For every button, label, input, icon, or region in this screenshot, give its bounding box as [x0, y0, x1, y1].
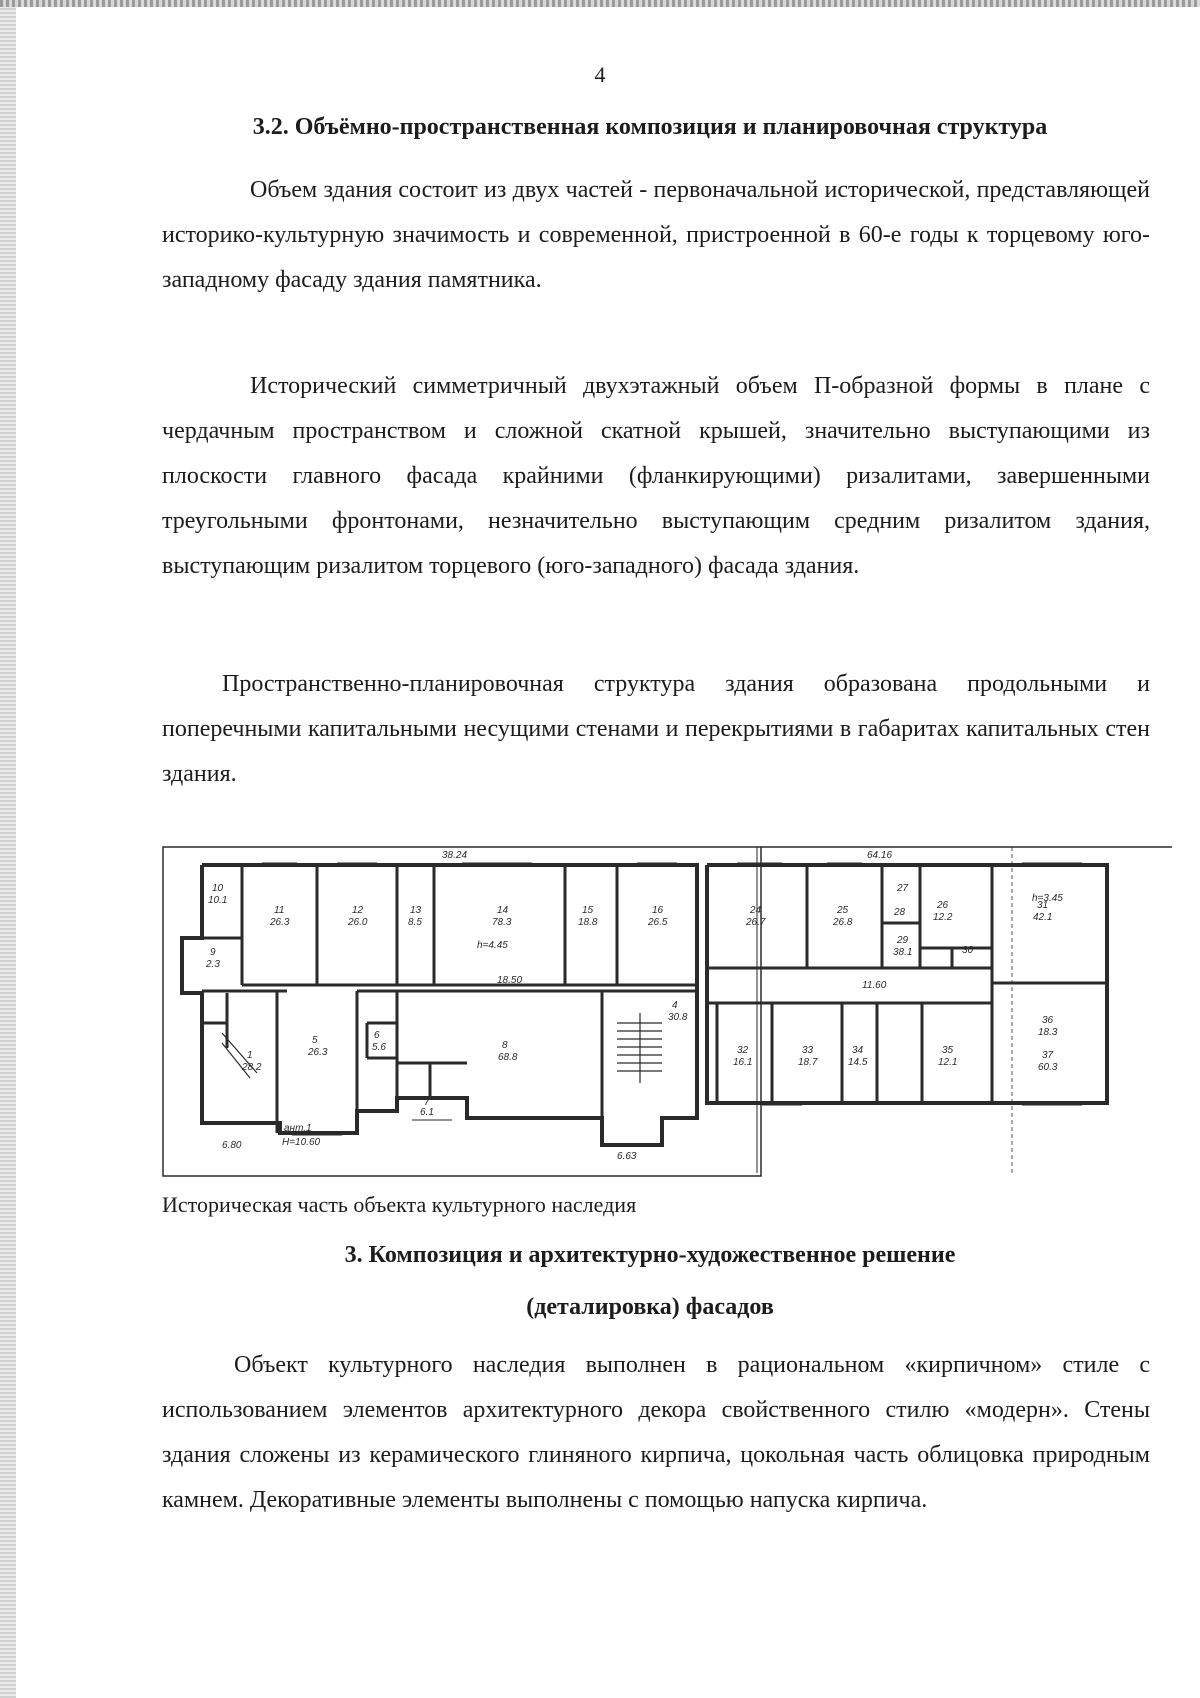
paragraph-style: Объект культурного наследия выполнен в р… [162, 1352, 1150, 1513]
room-33: 33 [802, 1045, 814, 1056]
right-corridor-dim: 11.60 [862, 980, 887, 991]
room-25: 25 [836, 905, 849, 916]
room-24: 24 [749, 905, 762, 916]
room-5-area: 26.3 [307, 1047, 328, 1058]
dim-top-left: 38.24 [442, 850, 467, 861]
room-28: 28 [893, 907, 906, 918]
room-1: 1 [247, 1050, 253, 1061]
room-35: 35 [942, 1045, 954, 1056]
paragraph-structure: Пространственно-планировочная структура … [162, 671, 1150, 787]
paragraph-historic-volume: Исторический симметричный двухэтажный об… [162, 373, 1150, 579]
room-7-area: 6.1 [420, 1107, 434, 1118]
room-6: 6 [374, 1030, 380, 1041]
plan-openings [262, 862, 1082, 1136]
room-31: 31 [1037, 900, 1048, 911]
room-5: 5 [312, 1035, 318, 1046]
room-8: 8 [502, 1040, 508, 1051]
room-4-area: 30.8 [668, 1012, 688, 1023]
room-29: 29 [896, 935, 909, 946]
height-left: h=4.45 [477, 940, 508, 951]
scan-edge-top [0, 0, 1200, 7]
room-13: 13 [410, 905, 422, 916]
floor-plan-drawing: 38.24 64.16 6.80 6.63 h=4.45 h=3.45 H=10… [162, 846, 1172, 1177]
dim-top-right: 64.16 [867, 850, 892, 861]
figure-caption: Историческая часть объекта культурного н… [162, 1192, 637, 1217]
floor-plan-figure: 38.24 64.16 6.80 6.63 h=4.45 h=3.45 H=10… [162, 843, 1174, 1178]
plan-modern-walls [707, 865, 1107, 1103]
height-right: h=3.45 [1032, 893, 1063, 904]
room-14: 14 [497, 905, 509, 916]
room-34: 34 [852, 1045, 864, 1056]
room-37: 37 [1042, 1050, 1054, 1061]
room-30: 30 [962, 945, 974, 956]
room-12-area: 26.0 [347, 917, 368, 928]
room-27: 27 [896, 883, 909, 894]
room-14-area: 78.3 [492, 917, 512, 928]
room-36-area: 18.3 [1038, 1027, 1058, 1038]
section-3-title-line2: (деталировка) фасадов [526, 1294, 774, 1320]
room-4: 4 [672, 1000, 678, 1011]
plan-interior-walls [202, 865, 697, 1133]
page-number: 4 [594, 62, 606, 87]
room-10: 10 [212, 883, 224, 894]
plan-outer-walls [180, 863, 1109, 1147]
room-11: 11 [274, 905, 284, 916]
room-6-area: 5.6 [372, 1042, 386, 1053]
room-25-area: 26.8 [832, 917, 853, 928]
scan-edge-left [0, 0, 16, 1698]
corridor-dim: 18.50 [497, 975, 522, 986]
room-26-area: 12.2 [933, 912, 953, 923]
room-13-area: 8.5 [408, 917, 422, 928]
paragraph-volume: Объем здания состоит из двух частей - пе… [162, 177, 1150, 293]
room-32-area: 16.1 [733, 1057, 752, 1068]
room-9-area: 2.3 [205, 959, 220, 970]
room-9: 9 [210, 947, 216, 958]
room-35-area: 12.1 [938, 1057, 957, 1068]
section-3-2-title: 3.2. Объёмно-пространственная композиция… [252, 114, 1048, 140]
height-stair: H=10.60 [282, 1137, 321, 1148]
room-37-area: 60.3 [1038, 1062, 1058, 1073]
plan-stair [221, 1013, 662, 1083]
room-33-area: 18.7 [798, 1057, 818, 1068]
room-31-area: 42.1 [1033, 912, 1052, 923]
room-29-area: 38.1 [893, 947, 912, 958]
dim-bottom-mid: 6.63 [617, 1151, 637, 1162]
room-16: 16 [652, 905, 664, 916]
room-12: 12 [352, 905, 364, 916]
room-11-area: 26.3 [269, 917, 290, 928]
room-32: 32 [737, 1045, 749, 1056]
section-3-title-line1: 3. Композиция и архитектурно-художествен… [344, 1242, 956, 1268]
room-24-area: 26.7 [745, 917, 766, 928]
room-8-area: 68.8 [498, 1052, 518, 1063]
axis-mark: ант.1 [284, 1123, 312, 1134]
plan-frame-left [162, 846, 762, 1177]
room-7: 7 [424, 1097, 430, 1108]
room-34-area: 14.5 [848, 1057, 868, 1068]
room-1-area: 28.2 [241, 1062, 262, 1073]
room-15: 15 [582, 905, 594, 916]
room-16-area: 26.5 [647, 917, 668, 928]
room-15-area: 18.8 [578, 917, 598, 928]
room-26: 26 [936, 900, 949, 911]
dim-bottom-left: 6.80 [222, 1140, 242, 1151]
room-36: 36 [1042, 1015, 1054, 1026]
room-10-area: 10.1 [208, 895, 227, 906]
